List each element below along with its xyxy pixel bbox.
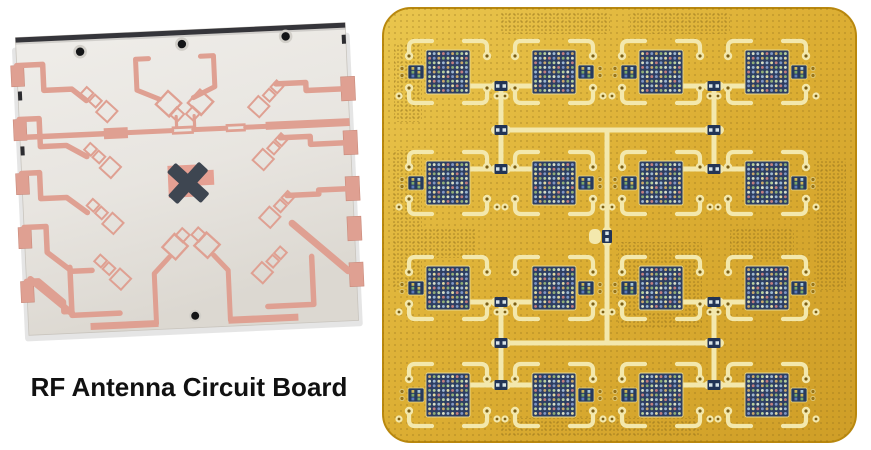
smd-component [491, 81, 511, 91]
antenna-chip [425, 372, 471, 418]
smd-component [491, 125, 511, 135]
antenna-chip [638, 49, 684, 95]
connector-pads [790, 280, 816, 296]
antenna-chip [531, 49, 577, 95]
smd-component [491, 338, 511, 348]
diamond-coupler-cluster [92, 253, 133, 292]
diamond-coupler-cluster [82, 141, 123, 180]
diamond-coupler-cluster [79, 85, 119, 124]
antenna-array-pcb-photo [380, 0, 871, 450]
antenna-cell [501, 361, 607, 429]
antenna-chip [638, 160, 684, 206]
connector-pads [577, 175, 603, 191]
connector-pads [790, 175, 816, 191]
rf-antenna-board-photo [0, 0, 372, 362]
connector-pads [790, 64, 816, 80]
antenna-cell [608, 38, 714, 106]
mounting-holes [73, 29, 293, 322]
smd-component [704, 164, 724, 174]
diamond-coupler-cluster [257, 189, 296, 230]
antenna-cell [608, 254, 714, 322]
caption: RF Antenna Circuit Board [30, 372, 348, 402]
antenna-chip [531, 265, 577, 311]
antenna-chip [744, 49, 790, 95]
antenna-cell [608, 149, 714, 217]
antenna-cell [395, 149, 501, 217]
diamond-couplers [79, 79, 296, 292]
connector-pads [399, 387, 425, 403]
diamond-coupler-cluster [251, 131, 290, 172]
antenna-cell [714, 38, 820, 106]
connector-pads [577, 280, 603, 296]
diamond-coupler-cluster [85, 197, 125, 236]
antenna-chip [744, 160, 790, 206]
antenna-chip [425, 49, 471, 95]
connector-pads [399, 64, 425, 80]
smd-component [704, 380, 724, 390]
connector-pads [399, 280, 425, 296]
antenna-cells [395, 38, 820, 429]
diamond-coupler-cluster [160, 226, 222, 261]
connector-pads [612, 64, 638, 80]
smd-component [491, 297, 511, 307]
connector-pads [399, 175, 425, 191]
board-top-edge [15, 22, 346, 43]
antenna-chip [425, 265, 471, 311]
antenna-cell [714, 149, 820, 217]
right-board-svg [382, 7, 857, 443]
antenna-cell [395, 254, 501, 322]
antenna-chip [638, 265, 684, 311]
antenna-chip [744, 372, 790, 418]
smd-component [602, 226, 612, 247]
connector-pads [612, 280, 638, 296]
antenna-cell [714, 254, 820, 322]
smd-component [491, 164, 511, 174]
antenna-cell [395, 361, 501, 429]
connector-pads [612, 387, 638, 403]
smd-component [491, 380, 511, 390]
connector-pads [577, 387, 603, 403]
antenna-cell [501, 254, 607, 322]
smd-component [704, 81, 724, 91]
antenna-cell [714, 361, 820, 429]
diamond-coupler-cluster [154, 87, 215, 123]
antenna-cell [608, 361, 714, 429]
diamond-coupler-cluster [246, 79, 285, 119]
connector-pads [790, 387, 816, 403]
copper-trace-network [13, 53, 360, 331]
antenna-cell [395, 38, 501, 106]
antenna-chip [744, 265, 790, 311]
antenna-chip [638, 372, 684, 418]
cross-antenna-element [167, 162, 215, 204]
antenna-chip [425, 160, 471, 206]
antenna-cell [501, 149, 607, 217]
smd-component [704, 297, 724, 307]
smd-component [704, 125, 724, 135]
connector-pads [577, 64, 603, 80]
smd-component [704, 338, 724, 348]
antenna-chip [531, 160, 577, 206]
antenna-chip [531, 372, 577, 418]
connector-pads [612, 175, 638, 191]
diamond-coupler-cluster [250, 245, 289, 285]
left-board-svg [10, 22, 365, 342]
antenna-cell [501, 38, 607, 106]
